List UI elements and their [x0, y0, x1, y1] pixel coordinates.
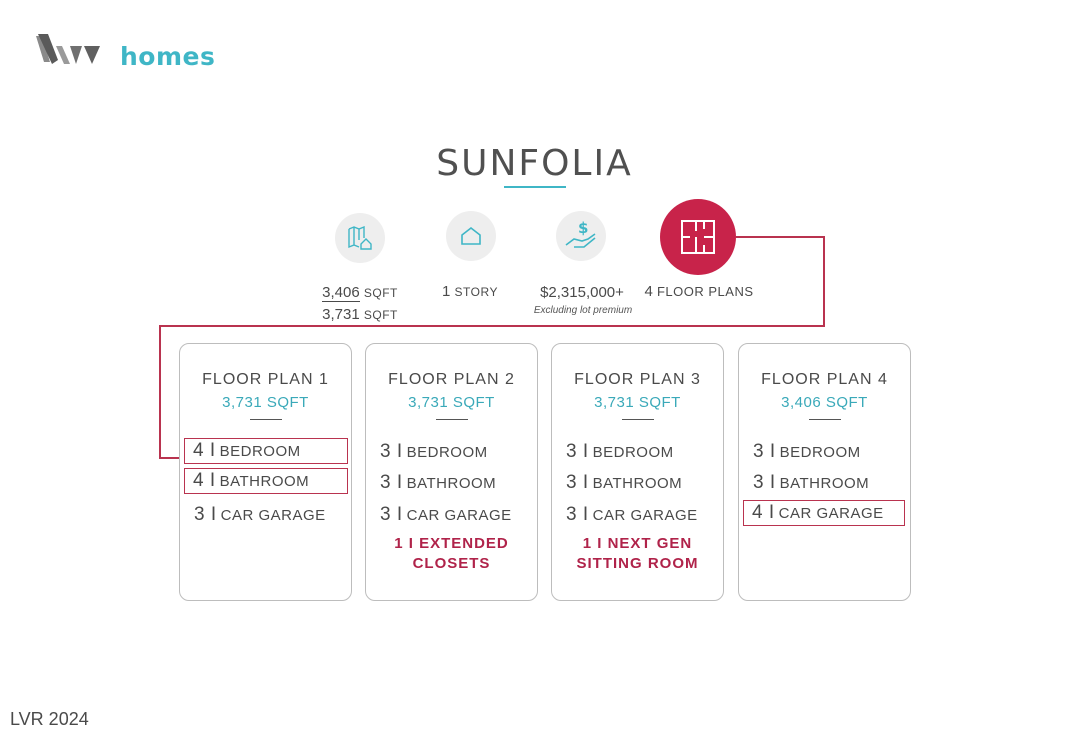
spec-label: BEDROOM — [219, 443, 301, 460]
spec-count: 4 I — [193, 440, 216, 461]
spec-label: CAR GARAGE — [778, 505, 884, 522]
price-note: Excluding lot premium — [533, 305, 633, 316]
floor-plan-title: FLOOR PLAN 4 — [761, 371, 888, 388]
floor-plans-stat: 4 FLOOR PLANS — [636, 283, 762, 300]
footer-copyright: LVR 2024 — [10, 709, 89, 729]
brand-logo: homes — [34, 32, 224, 76]
floor-plan-title: FLOOR PLAN 3 — [574, 371, 701, 388]
spec-count: 3 I — [753, 472, 776, 493]
money-hand-icon: $ — [556, 211, 606, 261]
extra-feature-line: 1 I NEXT GEN — [582, 535, 693, 552]
price-stat: $2,315,000+ — [540, 284, 624, 301]
spec-count: 3 I — [566, 472, 589, 493]
spec-label: CAR GARAGE — [220, 507, 326, 524]
extra-feature-line: 1 I EXTENDED — [394, 535, 509, 552]
sqft-value-2: 3,731 — [322, 306, 360, 323]
connector-line — [736, 236, 825, 238]
extra-feature-line: CLOSETS — [412, 555, 491, 572]
spec-count: 4 I — [193, 470, 216, 491]
floor-plan-sqft: 3,731 SQFT — [594, 394, 681, 411]
spec-count: 3 I — [566, 441, 589, 462]
spec-label: BATHROOM — [779, 475, 870, 492]
logo-text: homes — [120, 42, 216, 71]
spec-label: BATHROOM — [592, 475, 683, 492]
sqft-value-1: 3,406 — [322, 284, 360, 302]
spec-label: BATHROOM — [219, 473, 310, 490]
floor-plans-label: FLOOR PLANS — [656, 284, 754, 299]
story-value: 1 — [442, 283, 451, 300]
floor-plan-sqft: 3,731 SQFT — [408, 394, 495, 411]
spec-label: BEDROOM — [592, 444, 674, 461]
spec-label: CAR GARAGE — [406, 507, 512, 524]
spec-label: CAR GARAGE — [592, 507, 698, 524]
floor-plan-title: FLOOR PLAN 2 — [388, 371, 515, 388]
divider — [436, 419, 468, 420]
spec-count: 3 I — [753, 441, 776, 462]
spec-count: 3 I — [380, 504, 403, 525]
connector-line — [159, 325, 825, 327]
divider — [250, 419, 282, 420]
page-title: SUNFOLIA — [436, 143, 633, 184]
spec-count: 3 I — [566, 504, 589, 525]
floorplan-map-icon — [335, 213, 385, 263]
spec-count: 3 I — [194, 504, 217, 525]
spec-count: 3 I — [380, 472, 403, 493]
sqft-unit-2: SQFT — [363, 308, 398, 322]
connector-line — [823, 236, 825, 326]
spec-label: BEDROOM — [406, 444, 488, 461]
svg-text:$: $ — [578, 219, 588, 237]
livv-logo-mark-icon — [36, 34, 100, 64]
spec-count: 3 I — [380, 441, 403, 462]
floor-plan-sqft: 3,731 SQFT — [222, 394, 309, 411]
connector-line — [159, 457, 183, 459]
spec-count: 4 I — [752, 502, 775, 523]
floor-plan-title: FLOOR PLAN 1 — [202, 371, 329, 388]
sqft-unit-1: SQFT — [363, 286, 398, 300]
divider — [809, 419, 841, 420]
floor-plan-sqft: 3,406 SQFT — [781, 394, 868, 411]
extra-feature: 1 I NEXT GEN SITTING ROOM — [552, 534, 723, 574]
spec-label: BEDROOM — [779, 444, 861, 461]
extra-feature-line: SITTING ROOM — [576, 555, 699, 572]
story-label: STORY — [454, 285, 498, 299]
connector-line — [159, 325, 161, 458]
divider — [622, 419, 654, 420]
title-underline — [504, 186, 566, 188]
spec-label: BATHROOM — [406, 475, 497, 492]
floor-plans-icon[interactable] — [660, 199, 736, 275]
extra-feature: 1 I EXTENDED CLOSETS — [366, 534, 537, 574]
sqft-stat: 3,406 SQFT 3,731 SQFT — [300, 284, 420, 323]
house-icon — [446, 211, 496, 261]
story-stat: 1 STORY — [420, 283, 520, 300]
floor-plans-count: 4 — [644, 283, 653, 300]
